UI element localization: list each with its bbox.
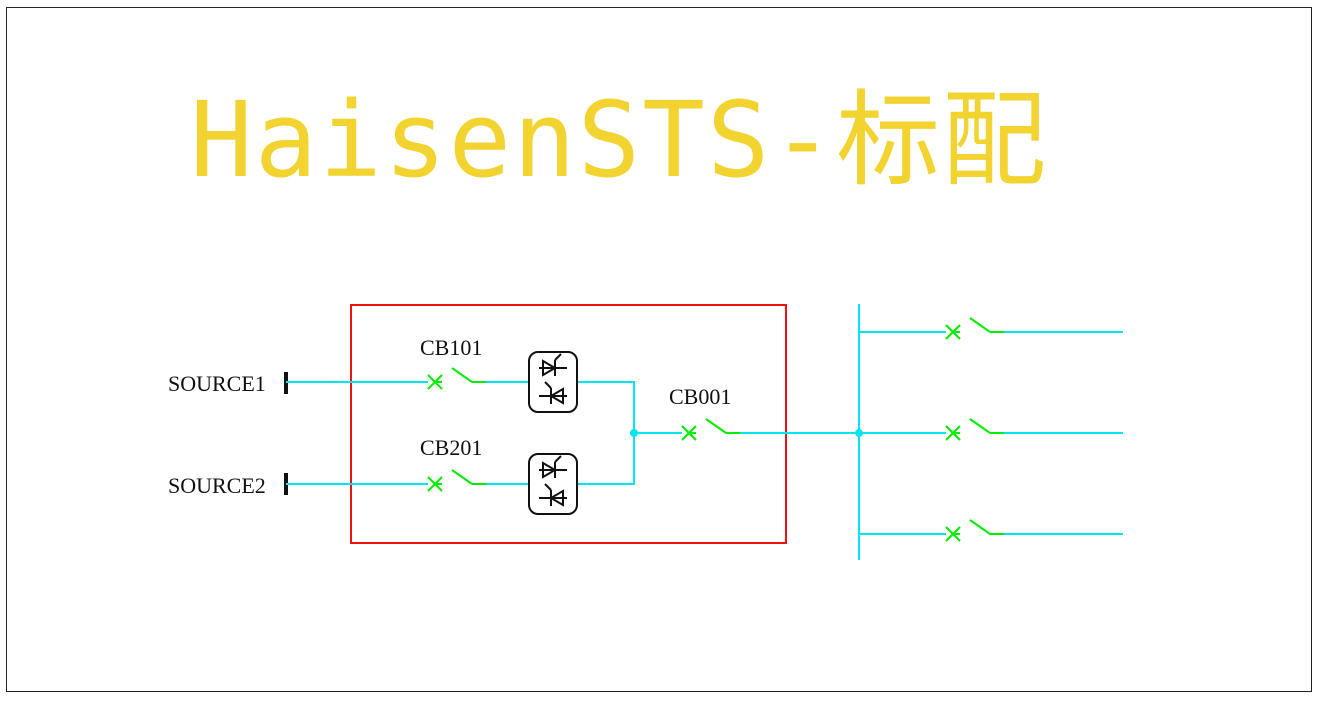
source2-label: SOURCE2 [168,473,266,498]
cb201-label: CB201 [420,435,482,460]
cb201-breaker-icon [427,469,486,492]
cb101-label: CB101 [420,335,482,360]
cb101-breaker-icon [427,367,486,390]
feeder1-breaker-icon [945,317,1004,340]
scr2-thyristor-icon [528,453,578,515]
cb001-breaker-icon [681,418,740,441]
junction-dot-icon [630,429,638,437]
junction-dot-icon [855,429,863,437]
sts-enclosure [350,304,787,544]
diagram-title: HaisenSTS-标配 [190,79,1049,201]
source1-label: SOURCE1 [168,371,266,396]
feeder3-breaker-icon [945,519,1004,542]
wiring [286,304,1123,560]
scr1-thyristor-icon [528,351,578,413]
feeder2-breaker-icon [945,418,1004,441]
cb001-label: CB001 [669,384,731,409]
drawing-frame [6,7,1312,692]
